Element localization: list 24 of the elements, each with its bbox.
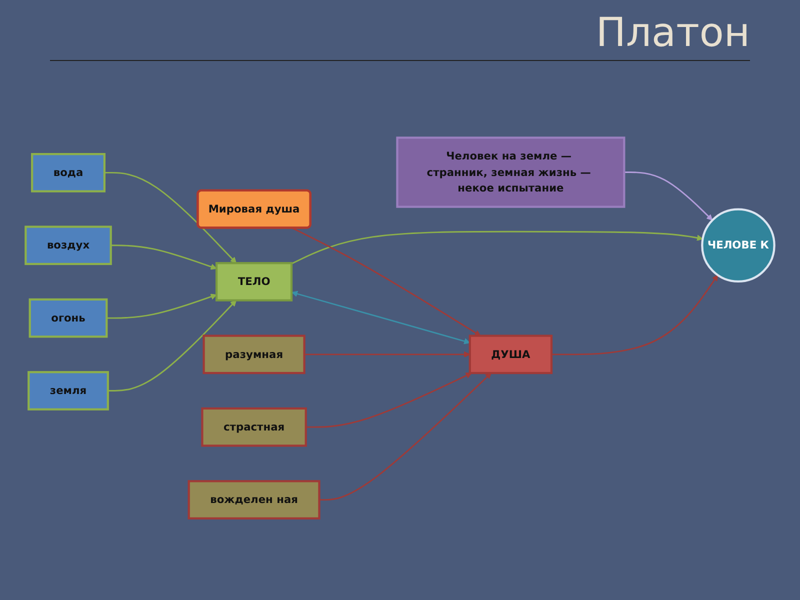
arrow bbox=[106, 294, 217, 320]
arrow bbox=[110, 245, 217, 270]
node-box: Человек на земле — странник, земная жизнь — некое испытание bbox=[396, 137, 626, 208]
node-box: вожделен ная bbox=[188, 480, 320, 520]
node-box: вода bbox=[31, 153, 106, 193]
node-box: ДУША bbox=[468, 335, 553, 375]
node-circle: ЧЕЛОВЕ К bbox=[701, 208, 776, 283]
arrow bbox=[624, 172, 713, 221]
arrow bbox=[291, 231, 704, 265]
arrow bbox=[319, 373, 492, 501]
arrow bbox=[304, 352, 470, 358]
node-box: огонь bbox=[28, 298, 108, 338]
arrow bbox=[306, 373, 472, 428]
arrow bbox=[292, 228, 481, 337]
arrow bbox=[292, 291, 470, 345]
title: Платон bbox=[50, 10, 750, 61]
node-box: страстная bbox=[201, 408, 307, 448]
node-box: воздух bbox=[24, 226, 112, 266]
node-box: ТЕЛО bbox=[216, 262, 293, 302]
node-box: разумная bbox=[202, 335, 306, 375]
arrow bbox=[108, 300, 237, 392]
arrow bbox=[104, 172, 237, 264]
node-box: земля bbox=[28, 372, 109, 411]
arrow bbox=[552, 275, 718, 356]
